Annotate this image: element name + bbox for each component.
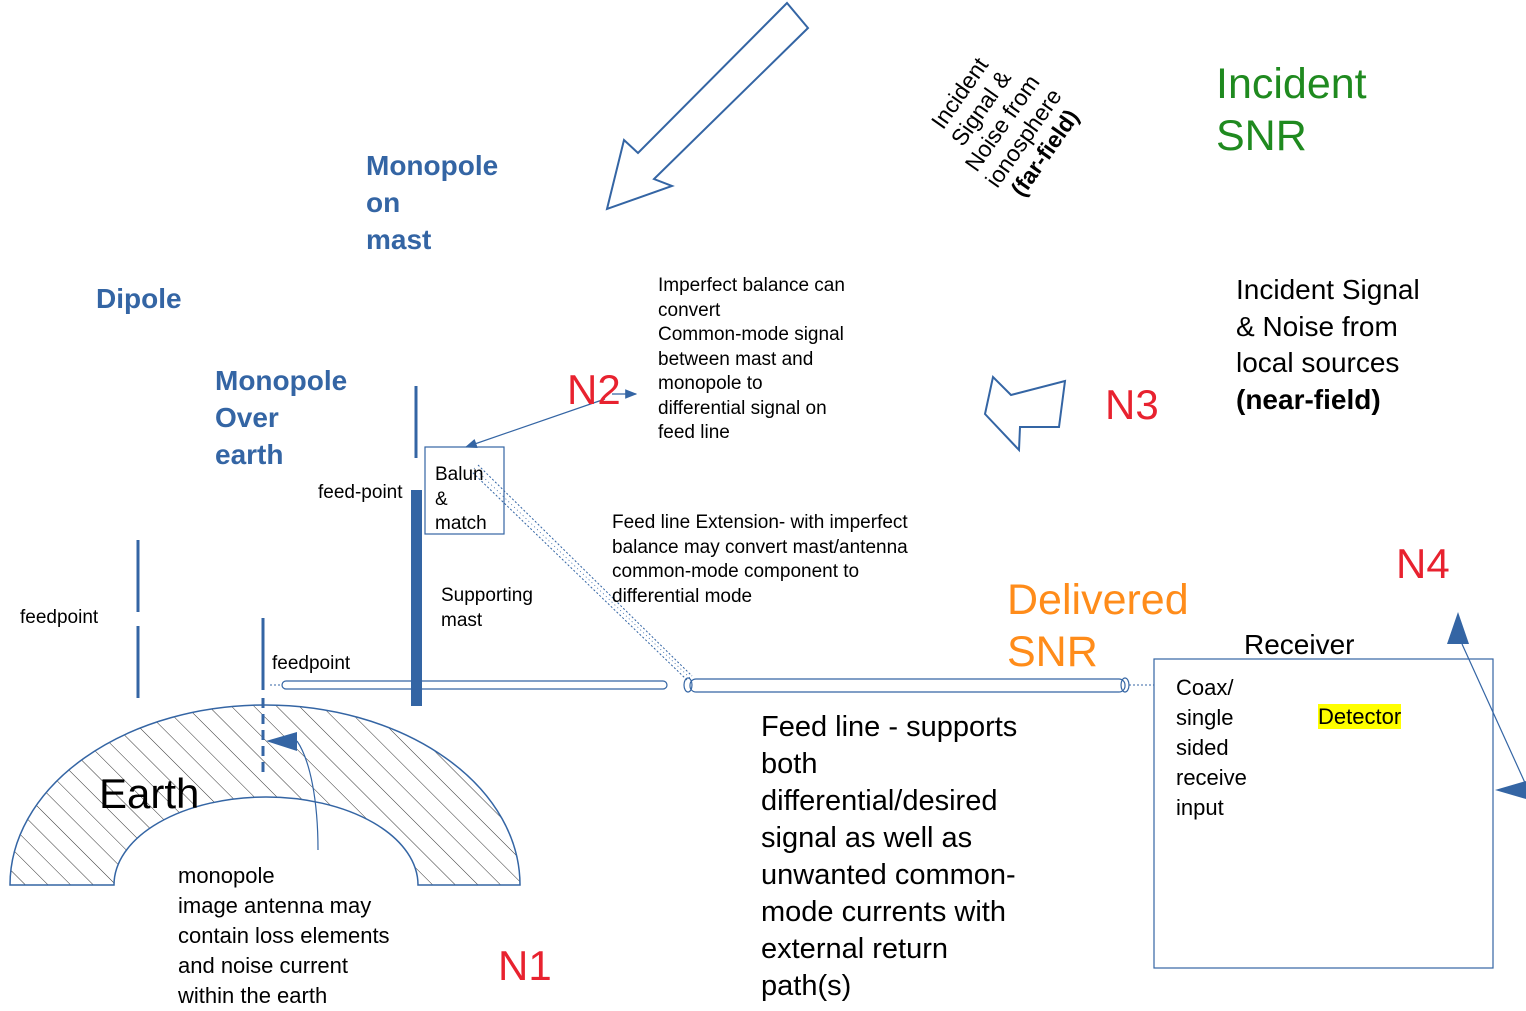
supporting-mast (411, 490, 422, 706)
detector-text: Detector (1318, 704, 1402, 729)
far-field-arrow-icon (605, 1, 810, 211)
feed-line-joint (683, 677, 693, 693)
dipole-feedpoint-label: feedpoint (20, 607, 99, 628)
earth-label: Earth (99, 770, 200, 817)
n1-label: N1 (498, 942, 552, 989)
image-pointer-line (296, 740, 319, 851)
n4-link-line (1461, 643, 1526, 786)
monopole-coax (281, 680, 668, 690)
near-field-arrow-icon (983, 374, 1067, 453)
earth-shape (9, 704, 521, 886)
detector-label: Detector (1318, 678, 1402, 730)
mast-feed-point-label: feed-point (318, 482, 403, 503)
dipole-label: Dipole (96, 283, 182, 314)
image-pointer-arrowhead-icon (266, 732, 297, 751)
delivered-snr-label: Delivered SNR (1007, 576, 1189, 676)
n2-pointer-arrow (464, 398, 606, 449)
n3-label: N3 (1105, 381, 1159, 428)
monopole-on-mast-label: Monopole on mast (366, 150, 499, 255)
receiver-box (1153, 658, 1494, 969)
monopole-feedpoint-label: feedpoint (272, 653, 351, 674)
feed-line-extension-note: Feed line Extension- with imperfect bala… (612, 512, 908, 607)
monopole-image-note: monopole image antenna may contain loss … (178, 863, 390, 1008)
balun-match-label: Balun & match (435, 464, 487, 534)
incident-near-field-label: Incident Signal & Noise from local sourc… (1236, 272, 1420, 418)
n2-label: N2 (567, 366, 621, 413)
n4-label: N4 (1396, 540, 1450, 587)
main-feed-line (689, 678, 1126, 693)
n4-up-arrowhead-icon (1447, 612, 1469, 644)
imperfect-balance-note: Imperfect balance can convert Common-mod… (658, 275, 845, 443)
coax-input-label: Coax/ single sided receive input (1176, 675, 1247, 820)
incident-near-bold: (near-field) (1236, 383, 1381, 415)
supporting-mast-label: Supporting mast (441, 585, 533, 631)
feed-line-description: Feed line - supports both differential/d… (761, 711, 1018, 1002)
receiver-label: Receiver (1244, 629, 1355, 660)
monopole-over-earth-label: Monopole Over earth (215, 365, 348, 470)
incident-snr-label: Incident SNR (1216, 60, 1367, 160)
incident-near-text: Incident Signal & Noise from local sourc… (1236, 274, 1420, 378)
n4-left-arrowhead-icon (1495, 781, 1526, 799)
